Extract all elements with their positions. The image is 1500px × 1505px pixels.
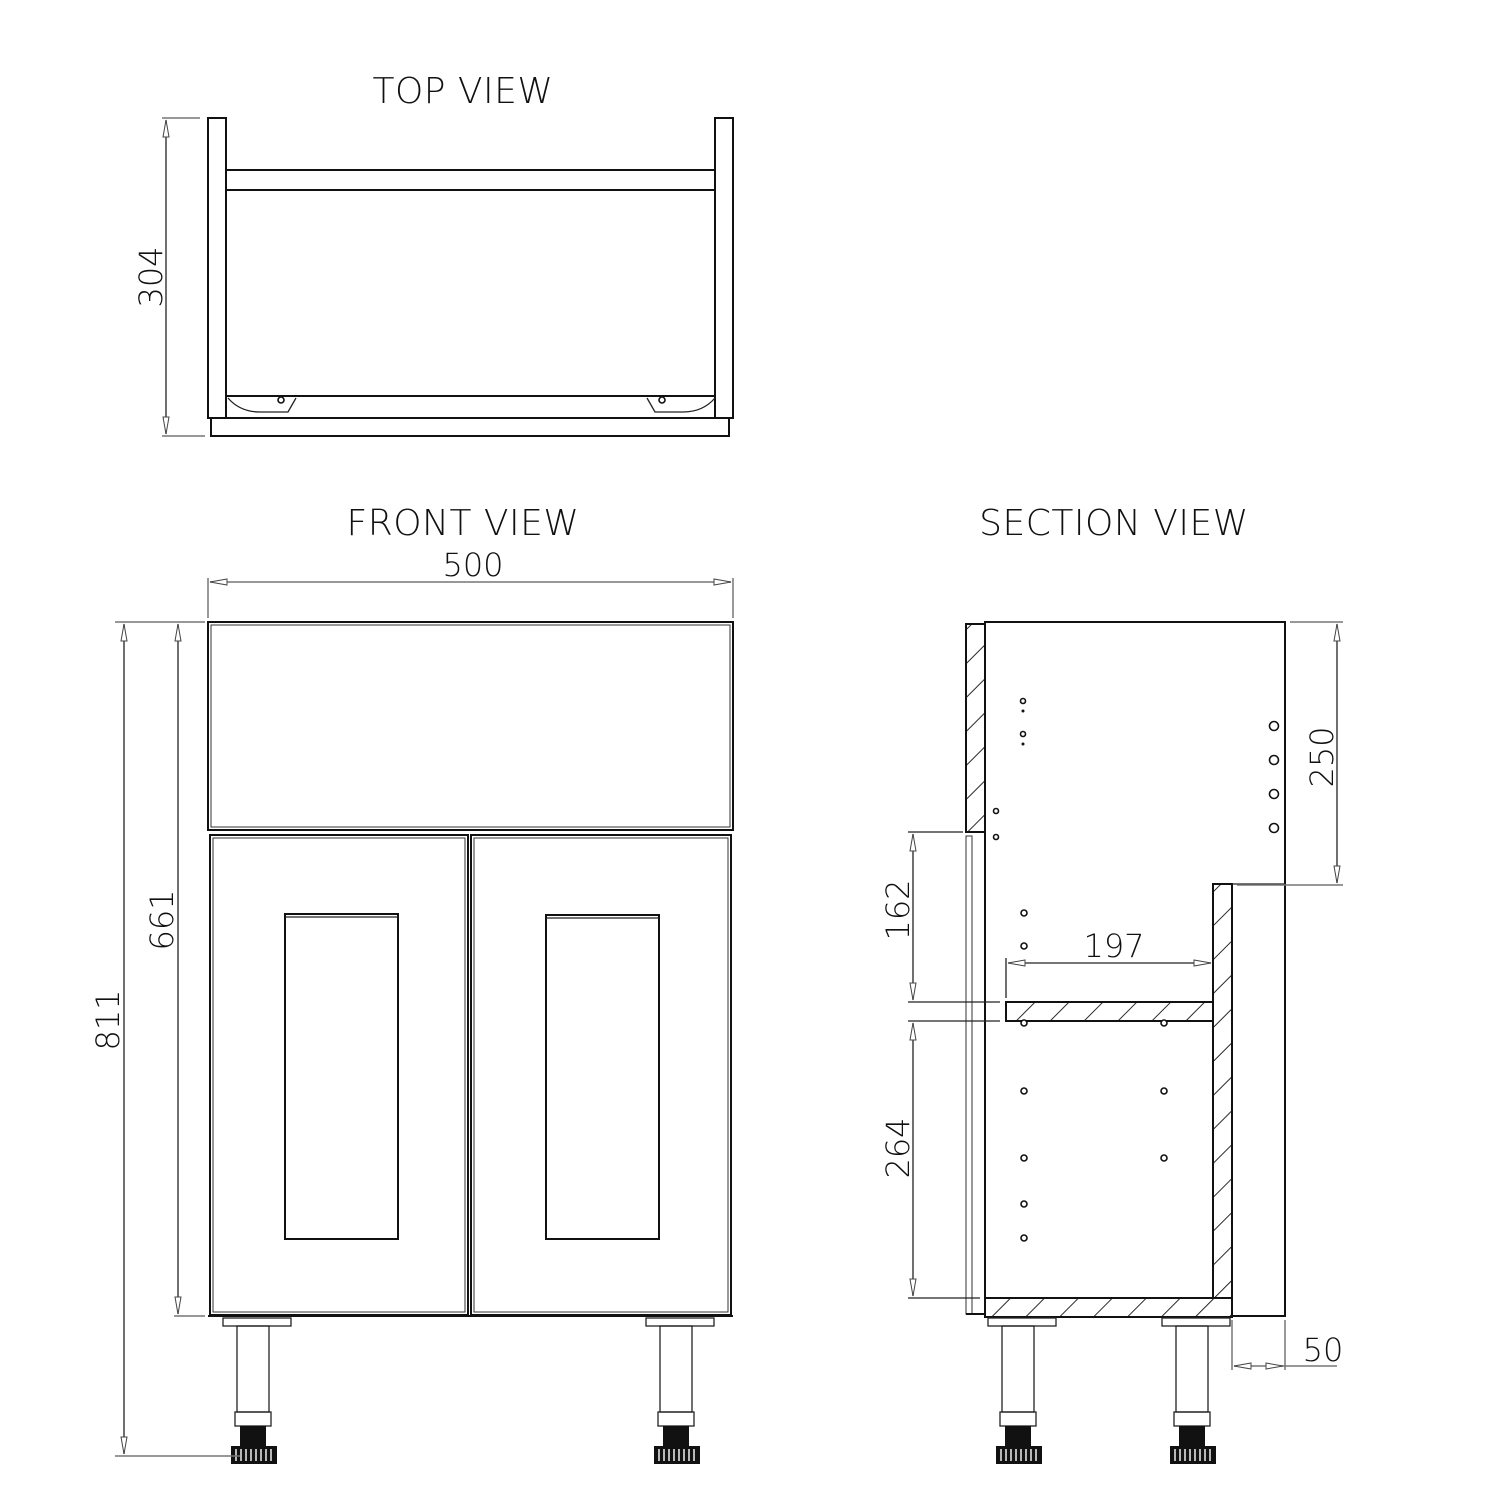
section-body — [965, 621, 1286, 1318]
dimension-label-162: 162 — [879, 879, 917, 940]
dimension-label-811: 811 — [89, 989, 127, 1050]
dimension-label-50: 50 — [1303, 1331, 1344, 1369]
dimension-top-depth: 304 — [132, 117, 205, 437]
section-leg-back — [1161, 1317, 1231, 1465]
dimension-section-162: 162 — [879, 831, 1000, 1003]
dimension-front-heights: 661 811 — [89, 621, 240, 1457]
top-view-title: TOP VIEW — [372, 71, 553, 112]
leg-left — [222, 1317, 292, 1465]
front-view-title: FRONT VIEW — [346, 503, 579, 544]
section-view-title: SECTION VIEW — [979, 503, 1249, 544]
dimension-label-264: 264 — [879, 1117, 917, 1178]
section-legs — [987, 1317, 1231, 1465]
section-leg-front — [987, 1317, 1057, 1465]
dimension-label-197: 197 — [1083, 927, 1144, 965]
front-view: FRONT VIEW 500 — [89, 503, 734, 1465]
top-view-outline — [207, 117, 734, 437]
dimension-label-250: 250 — [1303, 726, 1341, 787]
dimension-front-width: 500 — [207, 546, 734, 618]
dimension-label-304: 304 — [132, 246, 170, 307]
top-view: TOP VIEW 304 — [132, 71, 734, 437]
dimension-label-500: 500 — [442, 546, 503, 584]
dimension-section-250: 250 — [1237, 621, 1343, 886]
front-legs — [222, 1317, 715, 1465]
dimension-section-197: 197 — [1005, 927, 1212, 998]
cabinet-front — [207, 621, 734, 1317]
dimension-section-50: 50 — [1231, 1320, 1344, 1370]
dimension-section-264: 264 — [879, 1020, 1000, 1299]
leg-right — [645, 1317, 715, 1465]
dimension-label-661: 661 — [143, 889, 181, 950]
section-view: SECTION VIEW — [879, 503, 1344, 1465]
shelf-pin-holes — [992, 697, 1280, 1242]
